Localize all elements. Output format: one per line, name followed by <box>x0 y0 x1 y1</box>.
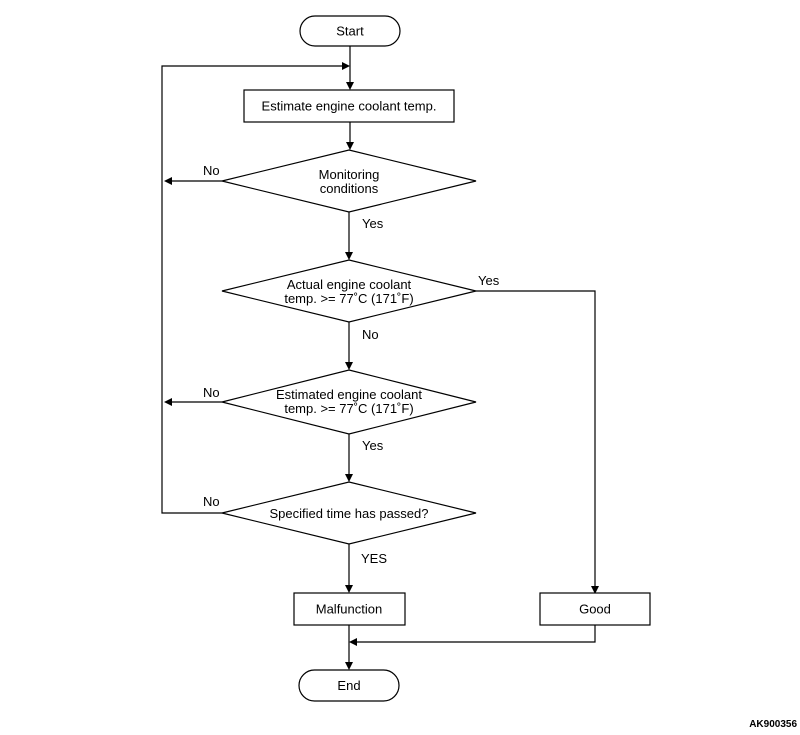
monitoring-no-label: No <box>203 163 220 178</box>
actual-yes-label: Yes <box>478 273 500 288</box>
connector <box>476 290 596 588</box>
arrowhead <box>591 586 599 594</box>
estimated-label-line2: temp. >= 77˚C (171˚F) <box>284 401 413 416</box>
monitoring-yes-label: Yes <box>362 216 384 231</box>
actual-label-line1: Actual engine coolant <box>287 277 412 292</box>
arrowhead <box>342 62 350 70</box>
monitoring-label-line1: Monitoring <box>319 167 380 182</box>
actual-no-label: No <box>362 327 379 342</box>
malfunction-box <box>293 592 406 626</box>
arrowhead <box>345 585 353 593</box>
loop-connector <box>161 65 342 514</box>
arrowhead <box>345 474 353 482</box>
arrowhead <box>164 177 172 185</box>
arrowhead <box>346 82 354 90</box>
arrowhead <box>345 662 353 670</box>
monitoring-label-line2: conditions <box>320 181 379 196</box>
start-label: Start <box>336 24 364 39</box>
time-label: Specified time has passed? <box>270 506 429 521</box>
estimated-label-line1: Estimated engine coolant <box>276 387 422 402</box>
arrowhead <box>164 398 172 406</box>
malfunction-label: Malfunction <box>316 602 382 617</box>
good-label: Good <box>579 602 611 617</box>
estimate-process-box <box>243 89 455 123</box>
arrowhead <box>345 252 353 260</box>
actual-label-line2: temp. >= 77˚C (171˚F) <box>284 291 413 306</box>
arrowhead <box>346 142 354 150</box>
end-label: End <box>337 678 360 693</box>
end-terminator <box>298 669 400 702</box>
time-no-label: No <box>203 494 220 509</box>
figure-code: AK900356 <box>749 719 797 730</box>
connector <box>357 625 596 643</box>
estimated-no-label: No <box>203 385 220 400</box>
time-yes-label: YES <box>361 551 387 566</box>
estimate-label: Estimate engine coolant temp. <box>262 99 437 114</box>
arrowhead <box>345 362 353 370</box>
arrowhead <box>349 638 357 646</box>
estimated-yes-label: Yes <box>362 438 384 453</box>
